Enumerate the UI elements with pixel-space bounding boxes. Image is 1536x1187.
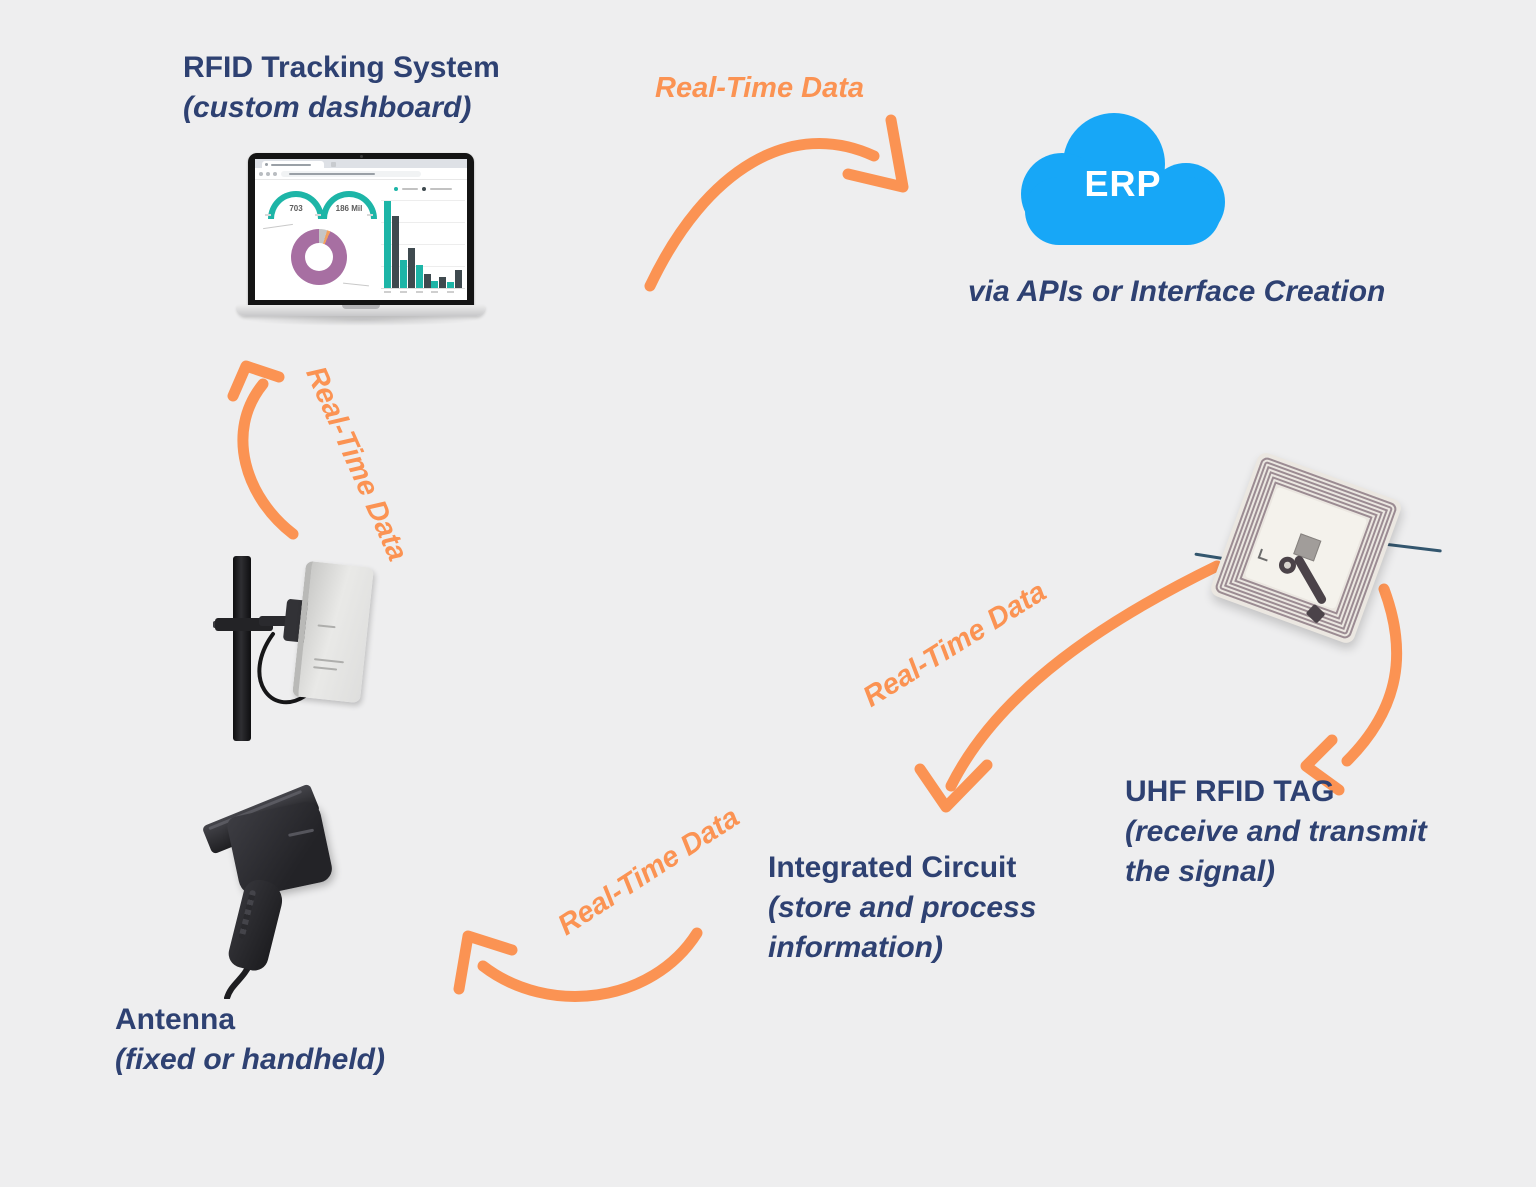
laptop-base — [237, 305, 485, 316]
integrated-circuit-subtitle-2: information) — [768, 931, 943, 964]
tracking-system-label: RFID Tracking System (custom dashboard) — [183, 48, 500, 128]
laptop-dashboard-illustration: 703 186 Mil — [237, 150, 485, 326]
donut-annotation-line — [263, 223, 293, 230]
uhf-tag-title: UHF RFID TAG — [1125, 775, 1335, 808]
handheld-reader-illustration — [201, 783, 348, 999]
gauge-1-value: 703 — [289, 204, 303, 213]
donut-chart — [291, 229, 347, 285]
laptop-screen: 703 186 Mil — [248, 153, 474, 305]
cloud-base — [1025, 177, 1221, 245]
bar-group — [431, 196, 447, 288]
browser-favicon — [265, 163, 268, 166]
antenna-arm-mount — [259, 616, 295, 626]
legend-label-blur — [430, 188, 452, 190]
antenna-subtitle: (fixed or handheld) — [115, 1043, 385, 1076]
rfid-tag-body — [1208, 450, 1404, 646]
antenna-cable — [257, 632, 307, 705]
flow-label-laptop-to-erp: Real-Time Data — [655, 72, 864, 104]
browser-reload-icon — [273, 172, 277, 176]
legend-dot-dark — [422, 187, 426, 191]
laptop-camera-dot — [360, 155, 363, 158]
antenna-label: Antenna (fixed or handheld) — [115, 1000, 385, 1080]
bar-chart-legend — [381, 185, 465, 193]
bar-group — [447, 196, 462, 288]
laptop-display: 703 186 Mil — [255, 159, 467, 300]
browser-newtab-icon — [331, 162, 336, 167]
donut-annotation-line — [343, 282, 369, 287]
bar-group — [399, 196, 415, 288]
arrow-tag-to-ic — [914, 560, 1223, 813]
bar-group — [384, 196, 399, 288]
browser-address-pill — [281, 170, 421, 177]
legend-dot-teal — [394, 187, 398, 191]
uhf-tag-subtitle-2: the signal) — [1125, 855, 1276, 888]
arrow-antenna-to-laptop — [227, 360, 299, 540]
panel-label-blur — [313, 666, 338, 671]
tracking-system-title: RFID Tracking System — [183, 51, 500, 84]
integrated-circuit-label: Integrated Circuit (store and process in… — [768, 848, 1036, 968]
gauge-2-value: 186 Mil — [335, 204, 363, 213]
integrated-circuit-title: Integrated Circuit — [768, 851, 1017, 884]
gauge-tick — [315, 214, 321, 216]
panel-label-blur — [317, 624, 336, 629]
antenna-pole — [233, 556, 251, 741]
browser-tab-title-blur — [271, 163, 311, 166]
arrow-ic-to-antenna — [453, 927, 703, 1002]
browser-url-bar — [255, 168, 467, 180]
uhf-tag-subtitle-1: (receive and transmit — [1125, 815, 1427, 848]
legend-label-blur — [402, 188, 418, 190]
panel-label-blur — [313, 658, 344, 664]
erp-caption: via APIs or Interface Creation — [968, 275, 1386, 308]
uhf-tag-label: UHF RFID TAG (receive and transmit the s… — [1125, 772, 1427, 892]
antenna-title: Antenna — [115, 1003, 235, 1036]
integrated-circuit-subtitle-1: (store and process — [768, 891, 1037, 924]
erp-cloud-icon: ERP — [1021, 113, 1225, 245]
laptop-base-notch — [342, 305, 380, 309]
laptop-shadow — [243, 314, 479, 326]
gauge-tick — [367, 214, 373, 216]
browser-forward-icon — [266, 172, 270, 176]
browser-url-blur — [289, 172, 375, 175]
bar-group — [415, 196, 431, 288]
rfid-tag-illustration — [1194, 450, 1442, 660]
browser-tab — [262, 161, 324, 168]
antenna-clamp — [215, 618, 273, 631]
gauge-tick — [265, 214, 271, 216]
browser-back-icon — [259, 172, 263, 176]
browser-tab-bar — [255, 159, 467, 168]
antenna-panel — [292, 560, 374, 704]
tracking-system-subtitle: (custom dashboard) — [183, 91, 472, 124]
bar-chart — [381, 185, 465, 295]
arrow-laptop-to-erp — [644, 114, 909, 292]
fixed-antenna-illustration — [213, 556, 374, 741]
arrow-tag-to-label — [1300, 583, 1403, 796]
dashboard-content: 703 186 Mil — [255, 180, 467, 300]
bar-chart-plot — [381, 196, 465, 289]
erp-cloud-label: ERP — [1084, 163, 1162, 204]
